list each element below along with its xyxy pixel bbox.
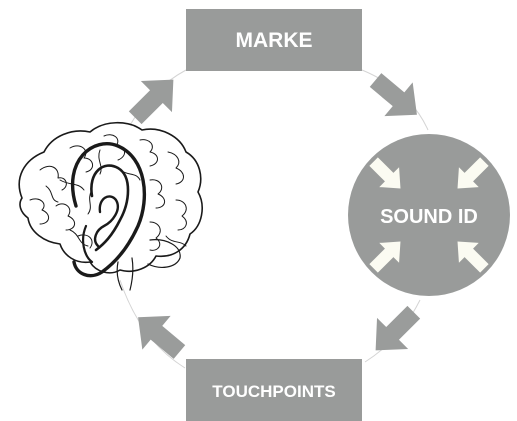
touchpoints-box-background — [186, 359, 362, 421]
cerebellum — [147, 239, 181, 268]
sound-id-circle: SOUND ID — [348, 134, 510, 296]
ear-concha — [93, 195, 119, 248]
arrow-brain-to-marke — [128, 79, 174, 125]
arrow-touchpoints-to-brain — [138, 315, 186, 359]
inward-arrow-top-right — [457, 157, 489, 189]
touchpoints-box: TOUCHPOINTS — [186, 359, 362, 421]
arrow-sound-id-to-touchpoints — [375, 305, 421, 351]
brain-stem — [116, 257, 134, 291]
arrow-marke-to-sound-id — [369, 73, 417, 117]
ear-icon — [70, 142, 147, 278]
brain-folds — [29, 134, 187, 251]
ear-lobe — [82, 224, 94, 264]
brain-outline — [18, 121, 203, 274]
ear-outer-helix — [70, 142, 147, 278]
marke-box-background — [186, 9, 362, 71]
inward-arrow-bottom-right — [457, 241, 489, 273]
inward-arrows — [369, 157, 489, 273]
sound-id-label: SOUND ID — [380, 206, 478, 228]
marke-box-label: MARKE — [236, 29, 313, 52]
inward-arrow-bottom-left — [369, 241, 401, 273]
touchpoints-box-label: TOUCHPOINTS — [212, 382, 335, 401]
ear-inner-antihelix — [90, 164, 130, 252]
brain-with-ear-icon — [18, 121, 203, 291]
inward-arrow-top-left — [369, 157, 401, 189]
marke-box: MARKE — [186, 9, 362, 71]
cycle-arrows — [128, 73, 421, 359]
